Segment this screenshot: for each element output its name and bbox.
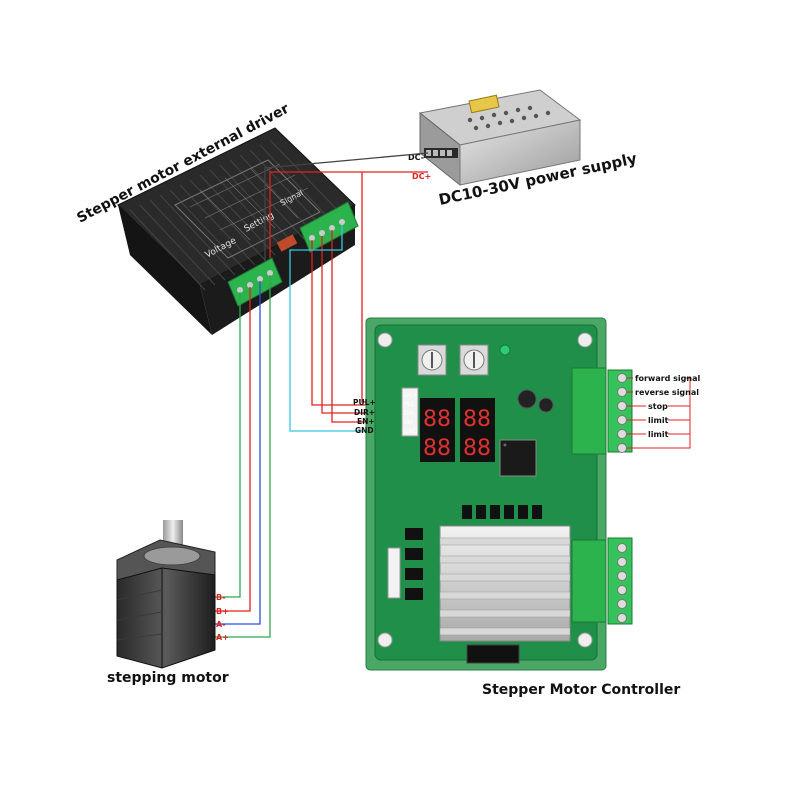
heatsink [439,525,571,642]
driver-terminal-left [227,257,283,307]
wire-b-plus [212,287,251,612]
terminal-block-upper [571,367,633,455]
power-supply-vents [467,105,551,131]
wire-dc-minus [264,152,429,262]
svg-text:88: 88 [423,436,451,461]
capacitor [517,389,537,409]
signal-header: DC+ PUL DIR EN GND [401,387,419,437]
driver-ics [387,528,423,600]
pin-label-dir: DIR+ [354,408,375,417]
external-driver: Voltage Setting Signal Stepper motor ext… [74,101,359,335]
header-pin-en: EN [404,419,412,426]
motor-title: stepping motor [107,670,229,686]
svg-text:88: 88 [423,407,451,432]
pin-label-en: EN+ [357,417,375,426]
terminal-stop: stop [648,402,668,411]
motor-pin-a-plus: A+ [216,633,229,642]
wire-a-minus [212,281,261,625]
segment-display-right: 88 88 [460,398,495,462]
terminal-labels: forward signal reverse signal stop limit… [633,372,700,439]
terminal-limit-1: limit [648,416,669,425]
potentiometer-right [459,344,489,376]
pin-label-pul: PUL+ [353,398,376,407]
driver-fins [129,139,346,291]
driver-terminal-right [299,201,359,253]
svg-text:88: 88 [463,436,491,461]
motor-pin-a-minus: A- [216,620,226,629]
capacitor [538,397,554,413]
wire-dc-plus [269,171,428,258]
led-indicator [499,344,511,356]
controller-board: 88 88 88 88 DC+ PUL DIR EN GND PUL+ DIR+… [353,317,700,698]
header-pin-dc: DC+ [404,392,418,399]
dc-plus-label: DC+ [412,172,431,181]
mcu-chip [499,439,537,477]
wire-gnd [289,225,402,432]
controller-title: Stepper Motor Controller [482,682,680,698]
header-pin-dir: DIR [404,410,415,417]
header-pin-gnd: GND [404,428,418,435]
terminal-block-lower [571,537,633,625]
motor-pin-labels: B- B+ A- A+ [216,593,229,642]
controller-pin-labels: PUL+ DIR+ EN+ GND [353,398,376,435]
wire-b-minus [212,292,241,598]
header-pin-pul: PUL [404,401,416,408]
motor-pin-b-minus: B- [216,593,225,602]
wires [212,152,429,638]
bottom-connector [466,644,520,664]
terminal-forward-signal: forward signal [635,374,700,383]
terminal-limit-2: limit [648,430,669,439]
stepper-motor: B- B+ A- A+ stepping motor [107,520,229,686]
driver-dip-switch [276,234,298,252]
segment-display-left: 88 88 [420,398,455,462]
pin-label-gnd: GND [355,426,374,435]
motor-pin-b-plus: B+ [216,607,229,616]
terminal-reverse-signal: reverse signal [635,388,699,397]
power-supply: DC- DC+ DC10-30V power supply [408,89,639,209]
svg-text:88: 88 [463,407,491,432]
wire-a-plus [212,275,271,638]
tactile-buttons [462,505,542,519]
potentiometer-left [417,344,447,376]
dc-minus-label: DC- [408,153,424,162]
